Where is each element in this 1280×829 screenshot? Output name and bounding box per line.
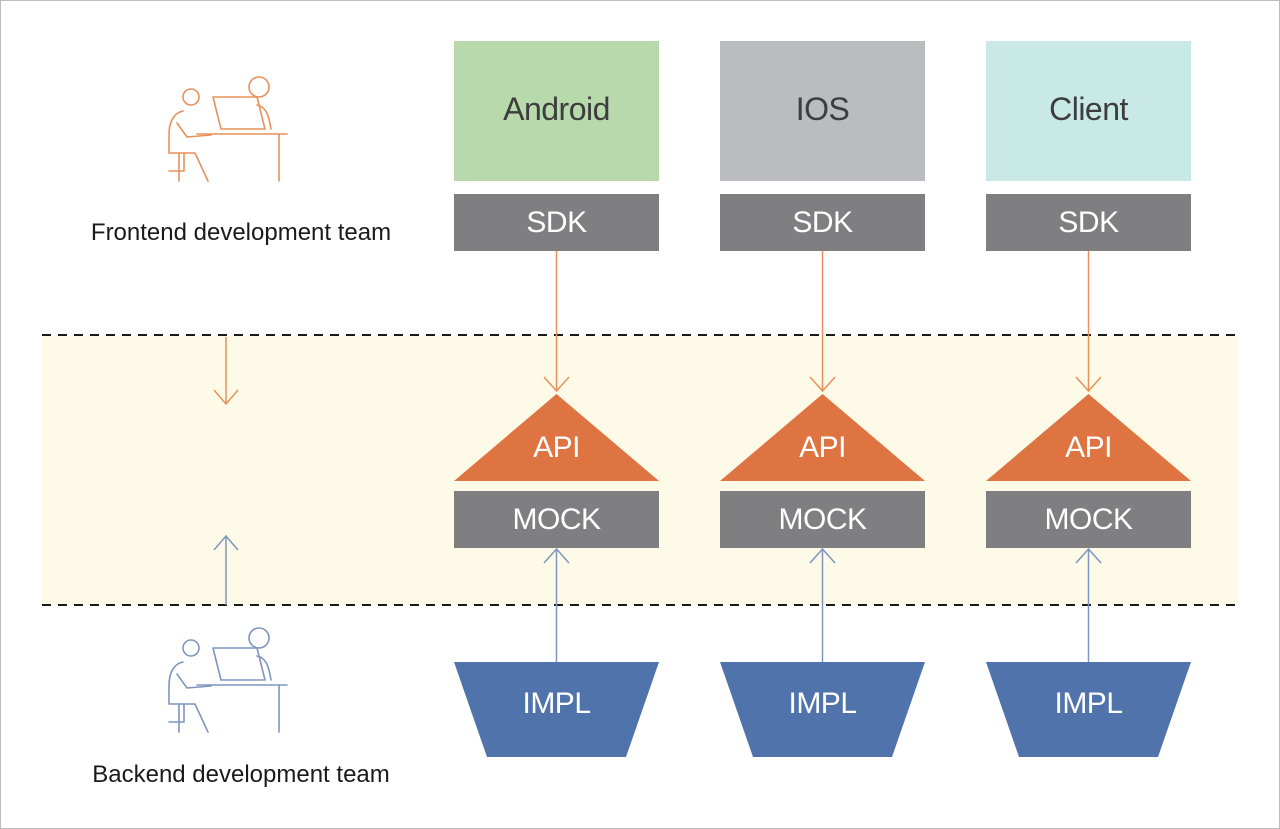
impl-to-mock-arrow — [1075, 547, 1102, 662]
sdk-box — [454, 194, 659, 251]
api-label: API — [1065, 431, 1112, 464]
column-client: Client SDK API MOCK IMPL — [986, 41, 1191, 757]
platform-box — [720, 41, 925, 181]
impl-to-mock-arrow — [543, 547, 570, 662]
api-label: API — [533, 431, 580, 464]
column-android: Android SDK API MOCK IMPL — [454, 41, 659, 757]
platform-label: IOS — [796, 91, 850, 127]
api-triangle — [720, 394, 925, 481]
impl-label: IMPL — [788, 687, 856, 720]
api-triangle — [986, 394, 1191, 481]
sdk-to-api-arrow — [543, 251, 570, 393]
backend-team-label: Backend development team — [92, 761, 390, 788]
platform-box — [986, 41, 1191, 181]
frontend-team-label: Frontend development team — [91, 219, 391, 246]
mock-box — [720, 491, 925, 548]
backend-person-icon — [168, 627, 288, 733]
api-label: API — [799, 431, 846, 464]
impl-label: IMPL — [1054, 687, 1122, 720]
impl-trapezoid — [986, 662, 1191, 757]
platform-label: Android — [503, 91, 610, 127]
sdk-box — [986, 194, 1191, 251]
sdk-box — [720, 194, 925, 251]
sdk-to-api-arrow — [809, 251, 836, 393]
mock-box — [454, 491, 659, 548]
mock-label: MOCK — [779, 503, 867, 536]
mock-label: MOCK — [1045, 503, 1133, 536]
impl-label: IMPL — [522, 687, 590, 720]
frontend-down-arrow — [213, 337, 239, 406]
mock-box — [986, 491, 1191, 548]
mock-label: MOCK — [513, 503, 601, 536]
backend-up-arrow — [213, 534, 239, 605]
api-triangle — [454, 394, 659, 481]
impl-to-mock-arrow — [809, 547, 836, 662]
platform-box — [454, 41, 659, 181]
platform-label: Client — [1049, 91, 1128, 127]
sdk-label: SDK — [792, 206, 853, 239]
impl-trapezoid — [720, 662, 925, 757]
impl-trapezoid — [454, 662, 659, 757]
sdk-to-api-arrow — [1075, 251, 1102, 393]
sdk-label: SDK — [1058, 206, 1119, 239]
sdk-label: SDK — [526, 206, 587, 239]
column-ios: IOS SDK API MOCK IMPL — [720, 41, 925, 757]
frontend-person-icon — [168, 76, 288, 182]
